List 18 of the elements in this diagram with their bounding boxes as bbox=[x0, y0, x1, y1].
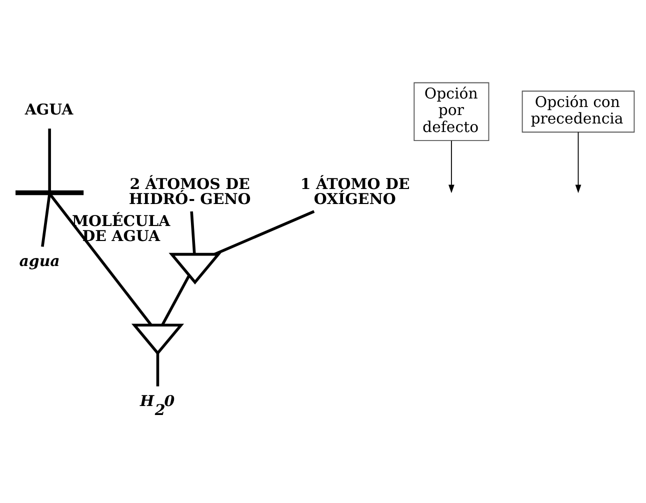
arrow bbox=[575, 132, 582, 194]
node-triangle bbox=[168, 252, 222, 284]
connector bbox=[41, 194, 51, 247]
node-box: Opción con precedencia bbox=[522, 90, 635, 133]
node-text: agua bbox=[19, 252, 60, 270]
node-text: 2 ÁTOMOS DE HIDRÓ- GENO bbox=[128, 174, 251, 208]
node-bar bbox=[16, 190, 84, 196]
node-text: 1 ÁTOMO DE OXÍGENO bbox=[300, 174, 410, 208]
connector bbox=[214, 210, 315, 256]
arrow bbox=[448, 140, 454, 194]
node-triangle bbox=[131, 324, 184, 356]
node-box: Opción por defecto bbox=[414, 82, 490, 141]
connector bbox=[48, 128, 51, 191]
node-text: AGUA bbox=[24, 100, 74, 118]
connector bbox=[161, 274, 190, 326]
connector bbox=[49, 194, 152, 326]
connector bbox=[190, 211, 196, 254]
connector bbox=[156, 353, 160, 386]
